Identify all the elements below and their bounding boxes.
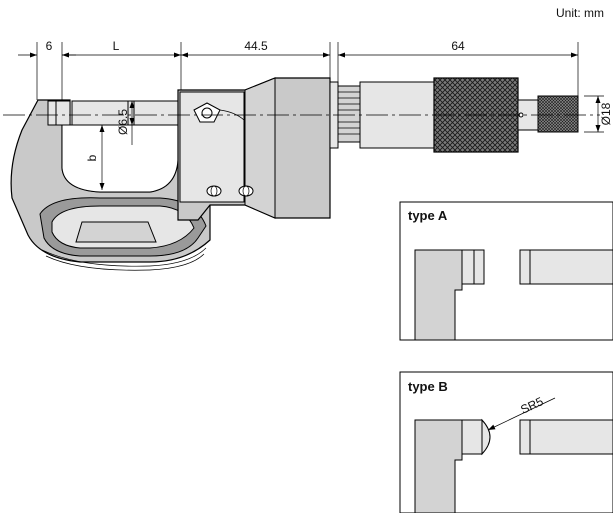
dim-left-gap: 6 xyxy=(46,39,53,53)
ratchet-knurl xyxy=(537,95,579,133)
detail-a-title: type A xyxy=(408,208,448,223)
inner-dimension-lines xyxy=(99,95,604,190)
sleeve-scale xyxy=(337,85,361,143)
anvil xyxy=(47,100,71,126)
top-dimension-lines xyxy=(18,42,579,100)
dim-length: L xyxy=(113,39,120,53)
dim-thimble-length: 64 xyxy=(451,39,465,53)
dim-body-width: 44.5 xyxy=(244,39,268,53)
dim-depth: b xyxy=(85,154,99,161)
screw-1 xyxy=(206,185,222,197)
dim-thimble-dia: Ø18 xyxy=(599,102,613,125)
unit-label: Unit: mm xyxy=(556,6,604,20)
detail-b-title: type B xyxy=(408,379,448,394)
screw-2 xyxy=(238,185,254,197)
dim-spindle-dia: Ø6.5 xyxy=(116,109,130,135)
detail-b-radius: SR5 xyxy=(518,394,545,417)
grip-panel xyxy=(75,221,157,243)
micrometer xyxy=(3,77,600,271)
detail-type-a xyxy=(399,201,613,341)
detail-type-b xyxy=(399,371,613,514)
